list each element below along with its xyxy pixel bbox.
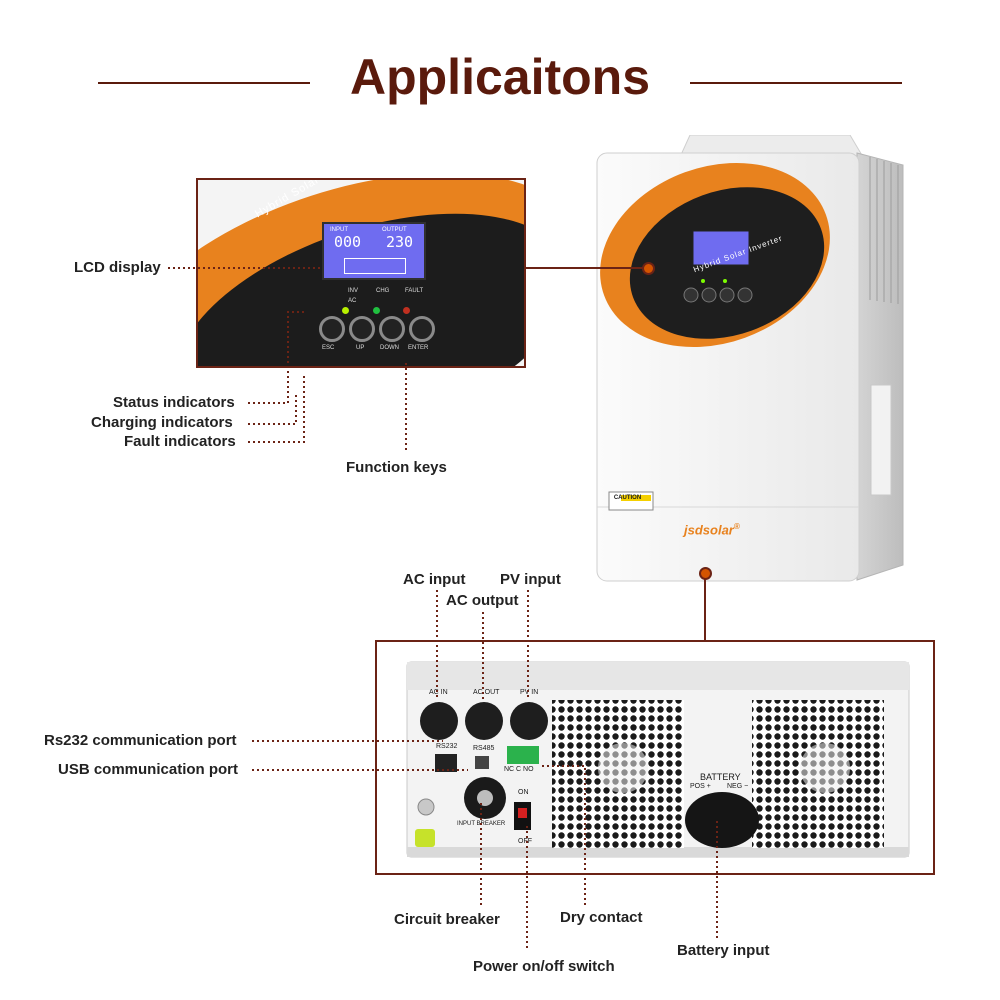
callout-power-switch: Power on/off switch <box>473 958 615 975</box>
callout-dry-contact: Dry contact <box>560 909 643 926</box>
callout-rs232-port: Rs232 communication port <box>44 732 237 749</box>
dry-contact-pins-label: NC C NO <box>504 766 534 773</box>
rs232-label: RS232 <box>436 743 458 750</box>
callout-usb-port: USB communication port <box>58 761 239 778</box>
ac-out-label: AC OUT <box>473 689 500 696</box>
callout-lcd-display: LCD display <box>74 259 161 276</box>
rear-view-image <box>406 661 910 858</box>
callout-fault-indicators: Fault indicators <box>124 433 236 450</box>
callout-circuit-breaker: Circuit breaker <box>394 911 500 928</box>
indicator-fault-label: FAULT <box>405 288 424 294</box>
callout-charging-indicators: Charging indicators <box>91 414 233 431</box>
down-key[interactable] <box>379 316 405 342</box>
enter-key-label: ENTER <box>408 345 429 351</box>
battery-label: BATTERY <box>700 772 741 782</box>
esc-key-label: ESC <box>322 345 335 351</box>
lcd-output-value: 230 <box>386 233 414 251</box>
rear-marker-dot <box>699 567 712 580</box>
callout-battery-input: Battery input <box>677 942 770 959</box>
rs485-label: RS485 <box>473 745 495 752</box>
lcd-input-value: 000 <box>334 233 362 251</box>
lcd-screen: INPUT OUTPUT 000 230 <box>322 222 426 280</box>
callout-ac-input: AC input <box>403 571 466 588</box>
callout-status-indicators: Status indicators <box>113 394 235 411</box>
fault-led <box>403 307 410 314</box>
title-rule-left <box>98 82 310 84</box>
lcd-closeup-frame: Hybrid Solar Inverter INPUT OUTPUT 000 2… <box>196 178 526 368</box>
lcd-output-label: OUTPUT <box>382 227 407 233</box>
input-breaker-label: INPUT BREAKER <box>457 821 506 827</box>
charging-led <box>373 307 380 314</box>
lcd-battery-icon <box>344 258 406 274</box>
callout-function-keys: Function keys <box>346 459 447 476</box>
indicator-ac-label: AC <box>348 298 357 304</box>
down-key-label: DOWN <box>380 345 399 351</box>
callout-pv-input: PV input <box>500 571 561 588</box>
inverter-front-image <box>596 135 904 582</box>
lcd-input-label: INPUT <box>330 227 348 233</box>
battery-neg-label: NEG − <box>727 783 749 790</box>
enter-key[interactable] <box>409 316 435 342</box>
up-key-label: UP <box>356 345 365 351</box>
switch-off-label: OFF <box>518 838 532 845</box>
up-key[interactable] <box>349 316 375 342</box>
esc-key[interactable] <box>319 316 345 342</box>
front-panel-marker-dot <box>642 262 655 275</box>
brand-logo: jsdsolar® <box>684 522 740 537</box>
switch-on-label: ON <box>518 789 529 796</box>
page-title: Applicaitons <box>349 49 651 105</box>
indicator-inv-label: INV <box>348 288 359 294</box>
brand-name: jsdsolar <box>684 522 734 538</box>
battery-pos-label: POS + <box>690 783 711 790</box>
ac-in-label: AC IN <box>429 689 448 696</box>
callout-ac-output: AC output <box>446 592 519 609</box>
caution-label: CAUTION <box>613 495 642 501</box>
status-led <box>342 307 349 314</box>
indicator-chg-label: CHG <box>376 288 390 294</box>
rear-view-frame: AC IN AC OUT PV IN RS232 RS485 NC C NO O… <box>375 640 935 875</box>
title-rule-right <box>690 82 902 84</box>
brand-registered: ® <box>733 522 740 531</box>
pv-in-label: PV IN <box>520 689 539 696</box>
